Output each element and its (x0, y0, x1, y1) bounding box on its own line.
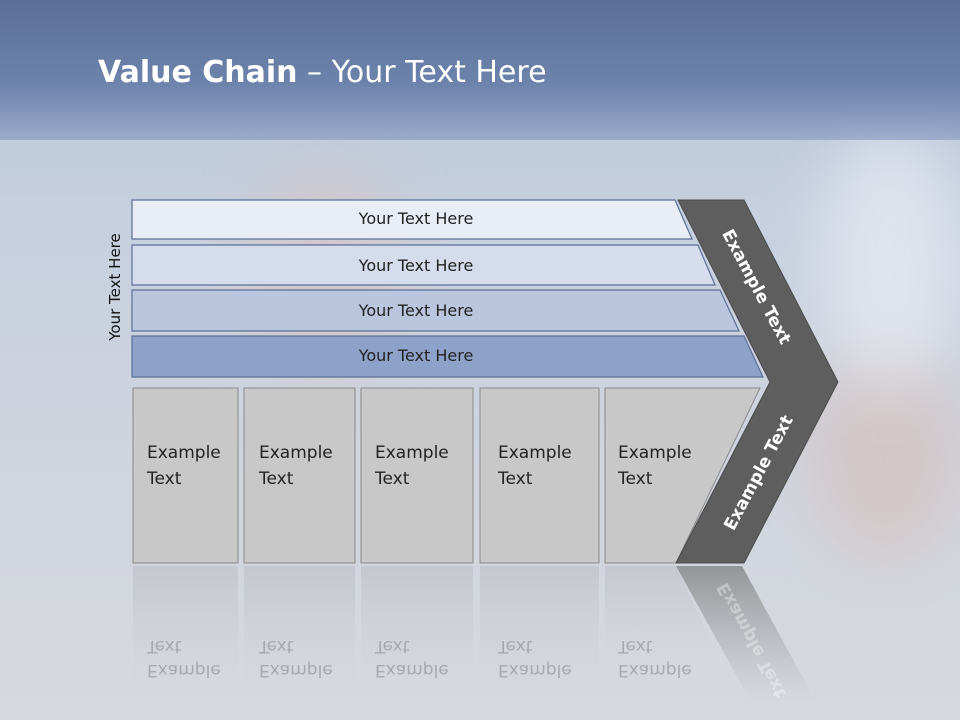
background-shirt-blur (820, 130, 960, 390)
box-5-line1: Example (618, 443, 692, 463)
box-3-text-reflection: Example Text (375, 634, 449, 682)
title-band (0, 0, 960, 140)
band-2-label: Your Text Here (358, 256, 474, 275)
title-bold: Value Chain (98, 55, 298, 90)
box-5-reflection-line2: Text (618, 636, 653, 656)
chevron-reflection (676, 566, 815, 700)
box-2-line1: Example (259, 443, 333, 463)
box-3-reflection (361, 566, 473, 686)
box-2-line2: Text (259, 469, 294, 489)
band-4-label: Your Text Here (358, 346, 474, 365)
box-4-reflection (480, 566, 599, 686)
box-4-reflection-line1: Example (498, 660, 572, 680)
chevron-shape (675, 199, 839, 564)
box-2-reflection-line1: Example (259, 660, 333, 680)
box-4-reflection-line2: Text (498, 636, 533, 656)
box-2-reflection-line2: Text (259, 636, 294, 656)
band-4-shape (131, 335, 764, 378)
page-title: Value Chain – Your Text Here (98, 52, 547, 94)
box-5-reflection (605, 566, 720, 660)
box-3-shape (360, 387, 474, 564)
box-1-text-reflection: Example Text (147, 634, 221, 682)
box-4-line2: Text (498, 469, 533, 489)
box-5-text-reflection: Example Text (618, 634, 692, 682)
box-4-text-reflection: Example Text (498, 634, 572, 682)
box-2-shape (243, 387, 356, 564)
box-1-shape (132, 387, 239, 564)
box-1-reflection (133, 566, 238, 686)
box-5-reflection-line1: Example (618, 660, 692, 680)
box-1-reflection-line2: Text (147, 636, 182, 656)
band-3-shape (131, 289, 740, 332)
box-1-reflection-line1: Example (147, 660, 221, 680)
title-rest: – Your Text Here (297, 55, 547, 90)
box-3-reflection-line2: Text (375, 636, 410, 656)
box-2-text-reflection: Example Text (259, 634, 333, 682)
box-3-line1: Example (375, 443, 449, 463)
box-4-shape (479, 387, 600, 564)
box-3-line2: Text (375, 469, 410, 489)
box-5-line2: Text (618, 469, 653, 489)
band-2-shape (131, 244, 716, 286)
box-3-reflection-line1: Example (375, 660, 449, 680)
box-1-line2: Text (147, 469, 182, 489)
band-1-label: Your Text Here (358, 209, 474, 228)
box-4-line1: Example (498, 443, 572, 463)
box-1-line1: Example (147, 443, 221, 463)
box-2-reflection (244, 566, 355, 686)
band-1-shape (131, 199, 693, 240)
band-3-label: Your Text Here (358, 301, 474, 320)
